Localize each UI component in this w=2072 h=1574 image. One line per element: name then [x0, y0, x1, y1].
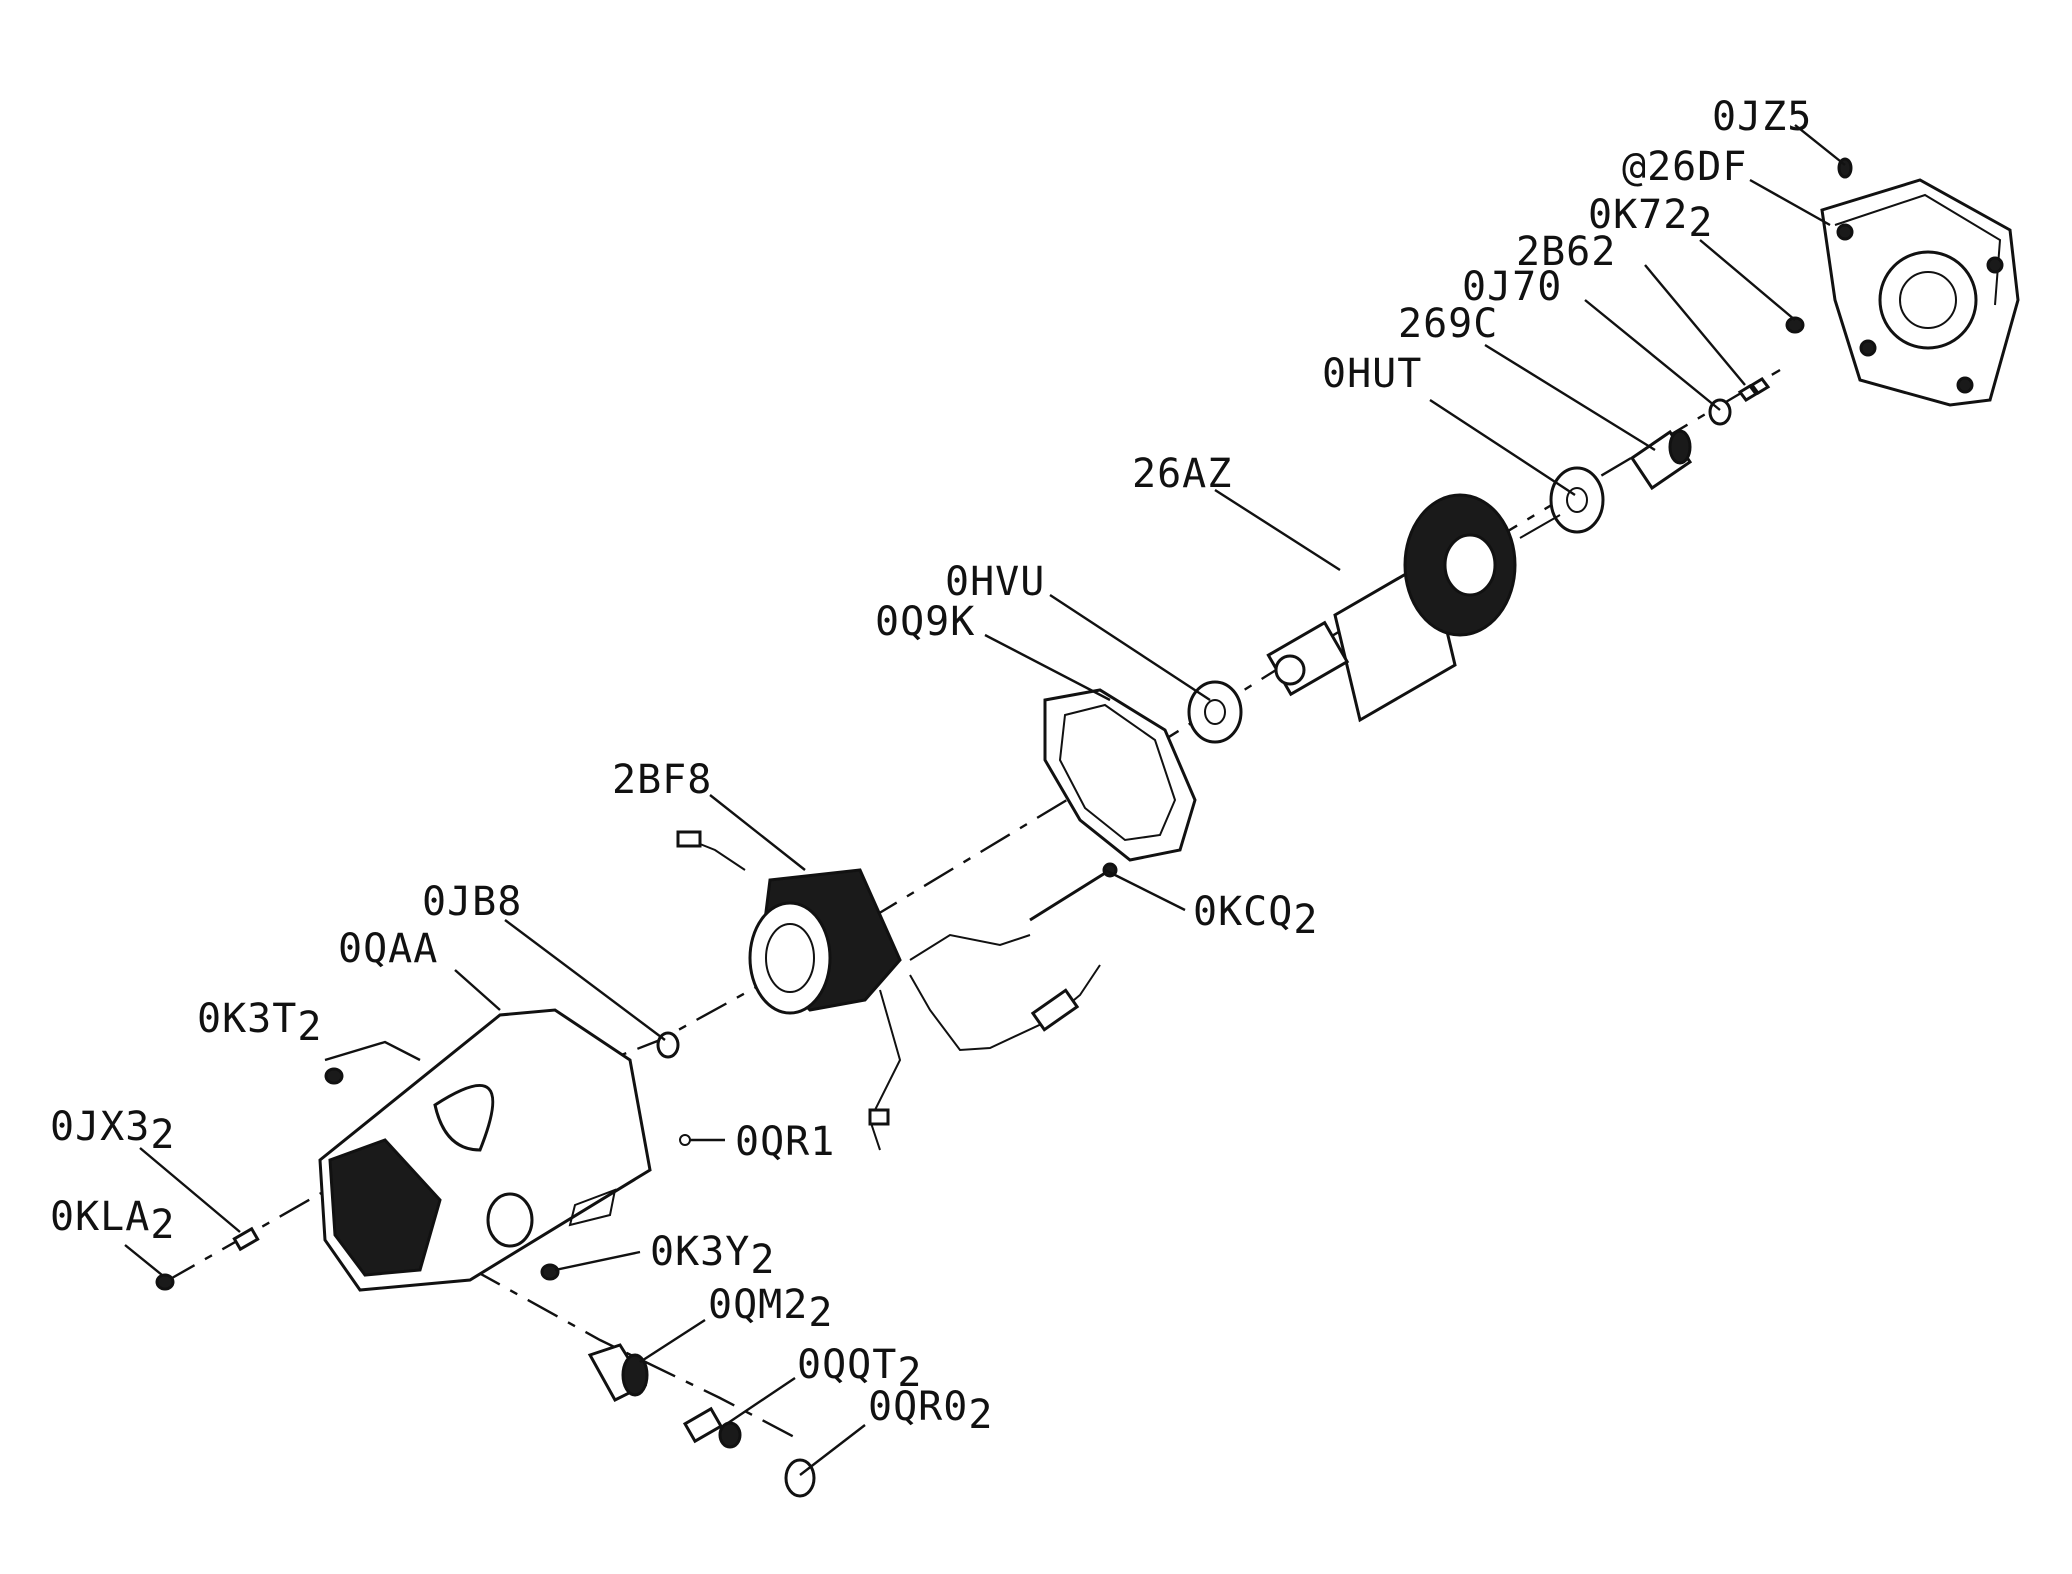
label-0jx3: 0JX32	[50, 1104, 175, 1158]
label-0kla: 0KLA2	[50, 1194, 175, 1248]
label-26df: @26DF	[1622, 144, 1747, 190]
bearing-0hut	[1549, 466, 1605, 534]
label-0k72: 0K722	[1588, 192, 1713, 246]
screw-icon	[1785, 316, 1805, 334]
baffle-ring	[1043, 688, 1197, 862]
leader-line	[139, 1147, 241, 1233]
leader-line	[1749, 178, 1831, 227]
leader-line	[1214, 488, 1341, 572]
leader-line	[1584, 299, 1721, 411]
pinion-gear	[1629, 429, 1693, 491]
label-0hut: 0HUT	[1322, 351, 1422, 397]
switch-actuator-0qqt	[682, 1406, 742, 1449]
screw-icon	[155, 1273, 175, 1291]
label-0qaa: 0QAA	[338, 926, 438, 972]
label-0qr1: 0QR1	[735, 1119, 835, 1165]
leader-line	[1104, 868, 1186, 912]
armature	[1266, 493, 1561, 723]
screw-icon	[540, 1263, 560, 1281]
label-0q9k: 0Q9K	[875, 599, 975, 645]
label-0hvu: 0HVU	[945, 559, 1045, 605]
leader-line	[454, 969, 501, 1011]
long-screw	[1029, 868, 1111, 922]
spring-icon	[1737, 377, 1771, 402]
leader-line	[984, 633, 1111, 702]
bushing-icon	[232, 1226, 260, 1252]
screw-icon	[324, 1067, 344, 1085]
leader-line	[554, 1250, 641, 1272]
bearing-0hvu	[1187, 680, 1243, 744]
pin-icon	[679, 1134, 691, 1146]
leader-line	[1484, 343, 1656, 452]
leader-line	[124, 1244, 163, 1276]
label-0qr0: 0QR02	[868, 1384, 993, 1438]
label-26az: 26AZ	[1132, 451, 1232, 497]
switch-0qm2	[587, 1343, 649, 1402]
switch-axis	[469, 1266, 801, 1442]
leader-line	[799, 1424, 866, 1476]
stator-field	[676, 830, 902, 1151]
label-0qm2: 0QM22	[708, 1282, 833, 1336]
leader-line	[724, 1377, 796, 1426]
end-bell-housing	[1820, 178, 2020, 407]
leader-line	[1644, 264, 1746, 386]
label-0k3t: 0K3T2	[197, 996, 322, 1050]
label-2b62: 2B62	[1516, 229, 1616, 275]
label-0kcq: 0KCQ2	[1193, 889, 1318, 943]
label-269c: 269C	[1398, 301, 1498, 347]
leader-line	[1794, 124, 1846, 166]
leader-line	[1429, 398, 1576, 497]
power-cord	[909, 933, 1101, 1052]
label-0jb8: 0JB8	[422, 879, 522, 925]
leader-line	[709, 794, 806, 871]
label-2bf8: 2BF8	[612, 757, 712, 803]
motor-housing	[318, 1008, 652, 1292]
label-0qqt: 0QQT2	[797, 1342, 922, 1396]
leader-line	[1699, 239, 1796, 321]
leader-line	[1049, 593, 1211, 702]
label-0k3y: 0K3Y2	[650, 1229, 775, 1283]
cap-0qr0	[784, 1458, 816, 1498]
leader-line	[639, 1318, 706, 1364]
leader-line	[324, 1040, 421, 1062]
label-0jz5: 0JZ5	[1712, 94, 1812, 140]
label-0j70: 0J70	[1462, 264, 1562, 310]
leader-line	[504, 919, 666, 1041]
cord-strain-relief	[1030, 988, 1080, 1032]
